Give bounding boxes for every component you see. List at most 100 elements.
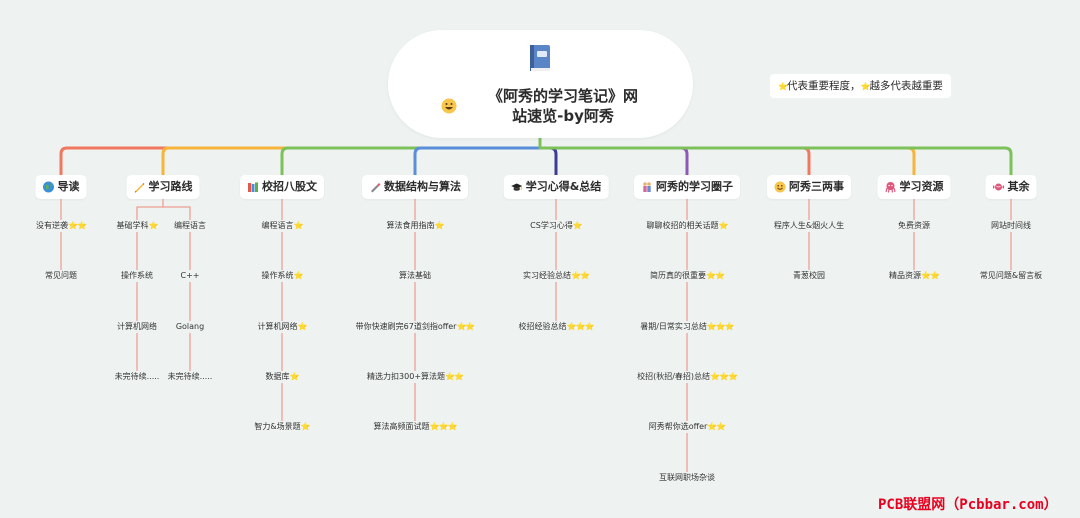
leaf-item[interactable]: 程序人生&烟火人生 [770, 220, 848, 232]
leaf-item[interactable]: 算法高频面试题⭐⭐⭐ [370, 421, 460, 434]
branch-node-1[interactable]: 导读 [35, 175, 87, 199]
branch-node-9[interactable]: 其余 [985, 175, 1037, 199]
leaf-item[interactable]: 操作系统 [118, 270, 156, 283]
leaf-label: 算法高频面试题 [373, 422, 430, 432]
leaf-item[interactable]: 常见问题 [42, 270, 80, 283]
leaf-item[interactable]: Golang [172, 320, 208, 333]
star-icon: ⭐ [148, 221, 159, 230]
star-icon: ⭐ [718, 221, 729, 230]
smiley-icon [441, 98, 457, 114]
branch-connector [280, 146, 540, 175]
leaf-item[interactable]: 互联网职场杂谈 [656, 471, 718, 484]
leaf-label: 计算机网络 [257, 321, 298, 331]
candy-icon [993, 183, 1004, 191]
leaf-label: 实习经验总结 [523, 271, 572, 281]
star-icon: ⭐⭐ [921, 271, 940, 281]
leaf-item[interactable]: 未完待续..... [164, 370, 216, 383]
root-node[interactable]: 《阿秀的学习笔记》网 站速览-by阿秀 [388, 30, 693, 138]
branch-connector [161, 146, 540, 175]
leaf-label: 互联网职场杂谈 [659, 472, 715, 482]
branch-node-5[interactable]: 学习心得&总结 [503, 175, 609, 199]
leaf-label: Golang [175, 321, 205, 331]
leaf-item[interactable]: 精选力扣300+算法题⭐⭐ [364, 370, 466, 383]
branch-label: 阿秀三两事 [789, 180, 844, 193]
branch-label: 学习资源 [899, 180, 944, 193]
leaf-item[interactable]: 带你快速刷完67道剑指offer⭐⭐ [352, 320, 478, 333]
star-icon: ⭐⭐⭐ [566, 321, 595, 331]
branch-label: 其余 [1007, 180, 1030, 193]
books-icon [248, 182, 258, 192]
leaf-label: 阿秀帮你选offer [648, 422, 708, 432]
leaf-label: 算法食用指南 [386, 221, 435, 230]
leaf-label: 聊聊校招的相关话题 [646, 221, 719, 230]
leaf-item[interactable]: 数据库⭐ [262, 370, 302, 383]
star-icon: ⭐ [297, 321, 308, 331]
people-icon [643, 182, 651, 192]
branch-connector [540, 146, 558, 175]
leaf-label: 计算机网络 [117, 321, 157, 331]
leaf-item[interactable]: 基础学科⭐ [113, 220, 161, 232]
leaf-label: 基础学科 [116, 221, 149, 230]
star-icon: ⭐ [293, 221, 304, 230]
leaf-label: 操作系统 [261, 271, 294, 281]
branch-connector [540, 146, 689, 175]
leaf-item[interactable]: 编程语言⭐ [258, 220, 306, 232]
branch-node-6[interactable]: 阿秀的学习圈子 [634, 175, 740, 199]
leaf-label: 未完待续..... [114, 371, 160, 381]
leaf-label: CS学习心得 [530, 221, 573, 230]
leaf-item[interactable]: 免费资源 [895, 220, 933, 232]
star-icon: ⭐⭐ [571, 271, 590, 281]
leaf-item[interactable]: 操作系统⭐ [258, 270, 306, 283]
branch-label: 数据结构与算法 [384, 180, 461, 193]
leaf-item[interactable]: 未完待续..... [111, 370, 163, 383]
leaf-item[interactable]: C++ [177, 270, 203, 283]
leaf-item[interactable]: 计算机网络 [114, 320, 160, 333]
leaf-item[interactable]: CS学习心得⭐ [527, 220, 585, 232]
root-title-line2: 站速览-by阿秀 [512, 107, 614, 125]
leaf-item[interactable]: 智力&场景题⭐ [251, 421, 313, 434]
branch-node-7[interactable]: 阿秀三两事 [767, 175, 851, 199]
star-icon: ⭐ [293, 271, 304, 281]
leaf-item[interactable]: 阿秀帮你选offer⭐⭐ [645, 421, 729, 434]
leaf-item[interactable]: 精品资源⭐⭐ [886, 270, 942, 283]
leaf-label: 数据库 [265, 371, 290, 381]
leaf-item[interactable]: 编程语言 [171, 220, 209, 232]
leaf-item[interactable]: 校招(秋招/春招)总结⭐⭐⭐ [634, 370, 740, 383]
star-icon: ⭐⭐⭐ [710, 371, 738, 381]
leaf-item[interactable]: 青葱校园 [790, 270, 828, 283]
star-icon: ⭐⭐⭐ [429, 422, 458, 432]
root-title-line1: 《阿秀的学习笔记》网 [487, 87, 638, 105]
leaf-item[interactable]: 校招经验总结⭐⭐⭐ [515, 320, 597, 333]
leaf-label: 程序人生&烟火人生 [773, 221, 845, 230]
branch-node-8[interactable]: 学习资源 [877, 175, 951, 199]
branch-node-2[interactable]: 学习路线 [126, 175, 200, 199]
leaf-item[interactable]: 暑期/日常实习总结⭐⭐⭐ [637, 320, 737, 333]
leaf-label: 编程语言 [261, 221, 294, 230]
leaf-item[interactable]: 聊聊校招的相关话题⭐ [643, 220, 731, 232]
leaf-item[interactable]: 实习经验总结⭐⭐ [520, 270, 592, 283]
leaf-item[interactable]: 计算机网络⭐ [254, 320, 310, 333]
leaf-label: 暑期/日常实习总结 [640, 321, 707, 331]
leaf-item[interactable]: 算法基础 [396, 270, 434, 283]
watermark: PCB联盟网（Pcbbar.com） [878, 497, 1058, 513]
leaf-item[interactable]: 网站时间线 [988, 220, 1034, 232]
star-icon: ⭐⭐⭐ [706, 321, 735, 331]
branch-connector [59, 146, 540, 175]
leaf-item[interactable]: 常见问题&留言板 [976, 270, 1046, 283]
branch-node-4[interactable]: 数据结构与算法 [362, 175, 468, 199]
legend-text-a: 代表重要程度， [786, 80, 861, 92]
leaf-label: 简历真的很重要 [650, 271, 707, 281]
leaf-label: 校招(秋招/春招)总结 [637, 371, 711, 381]
branch-node-3[interactable]: 校招八股文 [240, 175, 324, 199]
star-icon: ⭐ [572, 221, 583, 230]
leaf-label: 免费资源 [898, 221, 930, 230]
graduation-cap-icon [511, 183, 523, 191]
leaf-label: C++ [180, 271, 200, 281]
leaf-item[interactable]: 算法食用指南⭐ [383, 220, 447, 232]
leaf-item[interactable]: 简历真的很重要⭐⭐ [647, 270, 727, 283]
branch-label: 导读 [57, 180, 80, 193]
leaf-item[interactable]: 没有逆袭⭐⭐ [33, 220, 89, 232]
star-icon: ⭐⭐ [456, 321, 475, 331]
